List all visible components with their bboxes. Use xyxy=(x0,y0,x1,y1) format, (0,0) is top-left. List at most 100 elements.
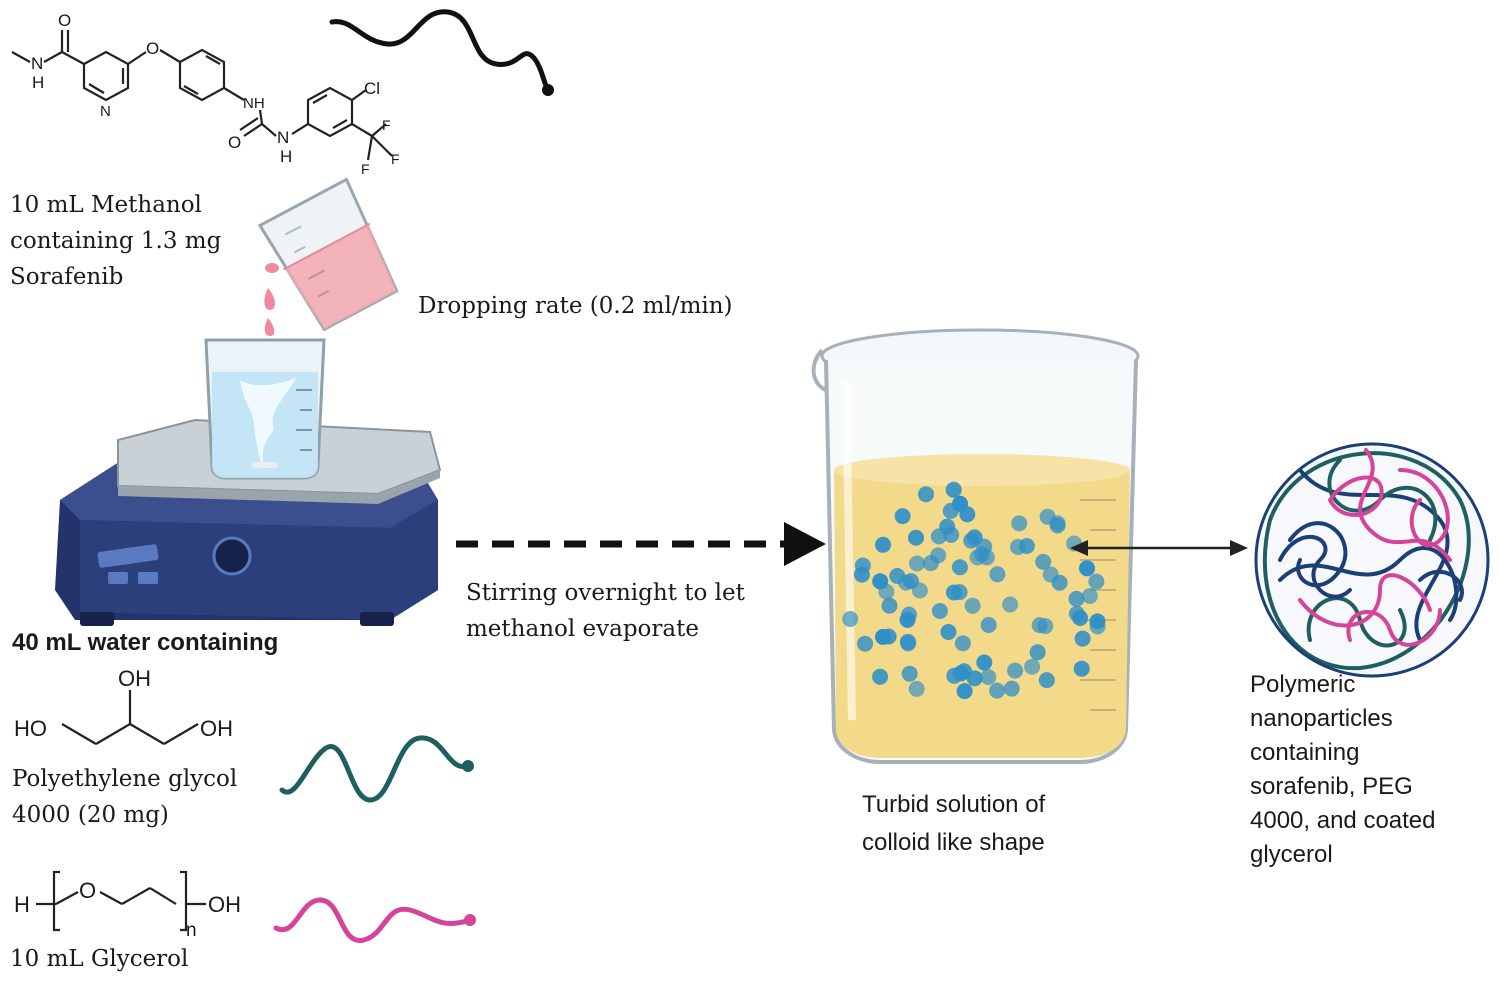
colloid-particle xyxy=(1074,630,1091,647)
colloid-particle xyxy=(842,611,859,627)
colloid-particle xyxy=(1088,573,1105,590)
atom-label: N xyxy=(31,54,43,73)
colloid-particle xyxy=(875,628,891,645)
colloid-particle xyxy=(1068,590,1085,607)
colloid-particle xyxy=(930,547,947,564)
colloid-particle xyxy=(963,532,980,549)
sorafenib-chain-icon xyxy=(329,9,554,96)
colloid-particle xyxy=(1072,610,1089,626)
peg-structure xyxy=(36,870,206,932)
turbid-label: Turbid solution of colloid like shape xyxy=(862,791,1052,856)
colloid-particle xyxy=(872,668,889,685)
colloid-particle xyxy=(901,665,918,682)
colloid-particle xyxy=(951,559,968,576)
atom-label: F xyxy=(382,117,391,133)
colloid-particle xyxy=(931,603,948,619)
hotplate-stirrer-icon xyxy=(55,338,442,626)
colloid-particle xyxy=(1011,515,1028,532)
colloid-particle xyxy=(989,566,1006,583)
colloid-particle xyxy=(1035,553,1052,570)
atom-label: HO xyxy=(14,716,47,741)
atom-label: Cl xyxy=(364,79,380,98)
colloid-particle xyxy=(899,611,916,628)
solution-beaker-icon xyxy=(811,328,1140,764)
peg-atom-labels: H O n OH xyxy=(14,878,241,941)
colloid-particle xyxy=(878,583,895,600)
atom-label: OH xyxy=(200,716,233,741)
colloid-particle xyxy=(952,495,969,512)
colloid-particle xyxy=(1073,660,1090,677)
stirring-label: Stirring overnight to let methanol evapo… xyxy=(466,580,752,642)
colloid-particle xyxy=(894,508,911,525)
colloid-particle xyxy=(918,486,934,503)
colloid-particle xyxy=(1024,658,1041,675)
zoom-arrow xyxy=(1070,540,1248,556)
colloid-particle xyxy=(1049,517,1066,534)
colloid-particle xyxy=(857,635,874,652)
colloid-particle xyxy=(954,635,971,652)
colloid-particle xyxy=(945,481,962,498)
vortex-icon xyxy=(240,378,296,470)
colloid-particle xyxy=(1031,617,1048,634)
colloid-particle xyxy=(1038,672,1055,689)
atom-label: O xyxy=(79,878,96,903)
colloid-particle xyxy=(980,617,997,633)
colloid-particle xyxy=(911,582,928,599)
colloid-particle xyxy=(1007,662,1024,679)
methanol-beaker-icon xyxy=(257,177,399,336)
colloid-particle xyxy=(1002,596,1019,613)
atom-label: n xyxy=(186,920,197,941)
colloid-particle xyxy=(943,526,960,543)
peg-label: Polyethylene glycol 4000 (20 mg) xyxy=(12,766,245,828)
atom-label: F xyxy=(361,161,370,177)
colloid-particle xyxy=(964,597,981,614)
colloid-particle xyxy=(989,682,1006,699)
nanoparticle-icon xyxy=(1254,442,1490,678)
colloid-particle xyxy=(1042,566,1059,583)
atom-label: H xyxy=(14,892,30,917)
atom-label: O xyxy=(146,39,159,58)
colloid-particle xyxy=(1029,644,1046,661)
colloid-particles xyxy=(842,481,1106,700)
glycerol-structure xyxy=(61,690,199,745)
atom-label: OH xyxy=(208,892,241,917)
colloid-particle xyxy=(976,654,993,671)
glycerol-label: 10 mL Glycerol xyxy=(10,946,188,972)
colloid-particle xyxy=(1081,588,1098,604)
colloid-particle xyxy=(956,683,973,700)
colloid-particle xyxy=(854,557,871,574)
atom-label: O xyxy=(58,11,71,30)
glycerol-atom-labels: OH HO OH xyxy=(14,666,233,741)
colloid-particle xyxy=(976,538,993,555)
colloid-particle xyxy=(945,584,962,601)
colloid-particle xyxy=(1003,680,1020,697)
atom-label: H xyxy=(32,73,44,92)
colloid-particle xyxy=(909,555,925,572)
colloid-particle xyxy=(881,597,898,614)
atom-label: O xyxy=(228,133,241,152)
colloid-particle xyxy=(980,669,997,685)
sorafenib-atom-labels: O N H N O NH O N H Cl F F F xyxy=(31,11,400,177)
sorafenib-structure xyxy=(11,30,393,161)
water-label: 40 mL water containing xyxy=(12,629,278,656)
atom-label: N xyxy=(100,103,111,120)
colloid-particle xyxy=(1079,560,1095,577)
colloid-particle xyxy=(898,574,914,591)
atom-label: H xyxy=(280,147,292,166)
colloid-particle xyxy=(1089,618,1106,635)
droplet-icon xyxy=(264,288,275,310)
colloid-particle xyxy=(966,670,983,687)
dropping-rate-label: Dropping rate (0.2 ml/min) xyxy=(418,293,733,319)
colloid-particle xyxy=(908,680,925,697)
colloid-particle xyxy=(946,667,963,684)
colloid-particle xyxy=(1018,538,1035,554)
colloid-particle xyxy=(908,529,924,546)
colloid-particle xyxy=(940,624,957,640)
glycerol-chain-icon xyxy=(273,897,476,943)
atom-label: OH xyxy=(118,666,151,691)
atom-label: N xyxy=(277,128,289,147)
peg-chain-icon xyxy=(279,735,474,803)
process-arrow xyxy=(456,522,826,566)
droplet-icon xyxy=(264,318,275,336)
